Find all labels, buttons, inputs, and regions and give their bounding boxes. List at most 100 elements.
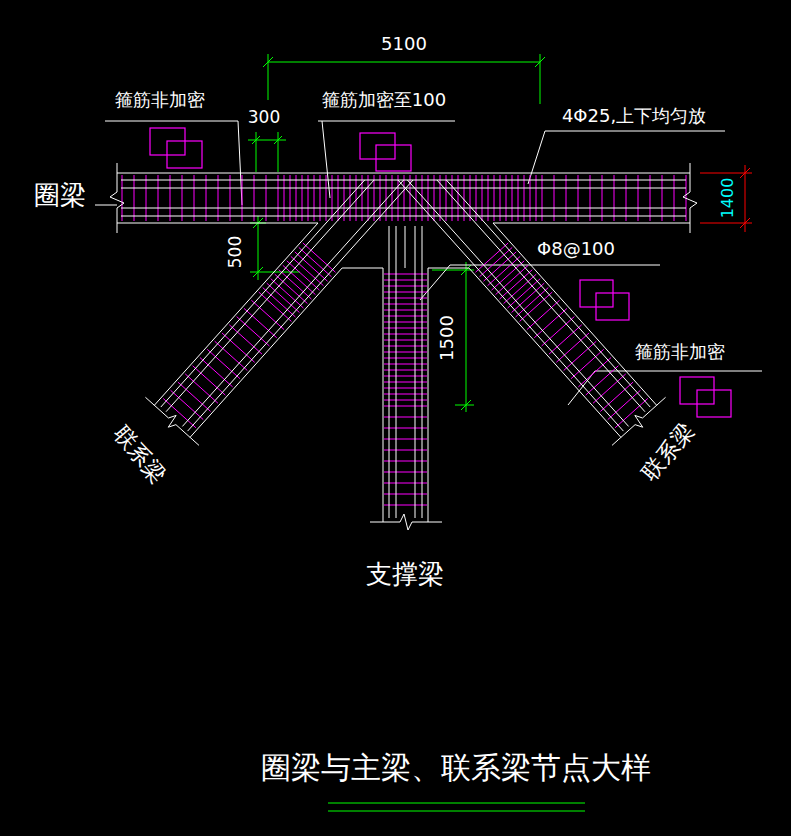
member-label: 联系梁 — [109, 422, 171, 489]
beam-edge — [428, 268, 469, 269]
stirrup — [530, 175, 531, 221]
member-label: 支撑梁 — [366, 560, 444, 590]
stirrup — [542, 175, 543, 221]
stirrup — [384, 376, 427, 377]
stirrup — [259, 292, 292, 321]
stirrup — [182, 175, 183, 221]
stirrup — [586, 366, 619, 395]
stirrup — [470, 175, 471, 221]
stirrup — [384, 274, 427, 275]
stirrup — [229, 325, 262, 354]
stirrup — [504, 274, 537, 303]
beam-edge — [154, 223, 318, 405]
break-symbol — [683, 163, 697, 233]
stirrup — [384, 394, 427, 395]
stirrup — [524, 175, 525, 221]
stirrup — [368, 175, 369, 221]
stirrup — [275, 274, 308, 303]
stirrup — [512, 175, 513, 221]
stirrup — [222, 333, 255, 362]
stirrup — [295, 252, 328, 281]
stirrup — [496, 265, 529, 294]
centre-line — [405, 226, 406, 268]
stirrup — [185, 374, 218, 403]
stirrup — [384, 400, 427, 401]
stirrup — [518, 175, 519, 221]
stirrup — [500, 270, 533, 299]
dimension-text: 300 — [248, 108, 280, 128]
stirrup — [350, 175, 351, 221]
stirrup — [291, 256, 324, 285]
stirrup — [158, 175, 159, 221]
stirrup — [626, 175, 627, 221]
stirrup — [146, 175, 147, 221]
stirrup — [215, 341, 248, 370]
longitudinal-bar — [398, 180, 623, 431]
stirrup — [384, 472, 427, 473]
stirrup — [170, 175, 171, 221]
callout-note: 4Φ25,上下均匀放 — [562, 106, 706, 127]
callout-note: 箍筋加密至100 — [322, 90, 446, 111]
callout-note: 箍筋非加密 — [635, 342, 725, 363]
stirrup — [479, 247, 512, 276]
stirrup — [263, 288, 296, 317]
stirrup — [650, 175, 651, 221]
stirrup — [527, 300, 560, 329]
stirrup — [384, 505, 427, 506]
beam-edge — [493, 223, 657, 405]
stirrup — [384, 439, 427, 440]
longitudinal-bar — [422, 226, 423, 518]
stirrup — [384, 417, 427, 418]
longitudinal-bar — [121, 208, 686, 209]
stirrup — [254, 175, 255, 221]
stirrup — [384, 304, 427, 305]
stirrup — [384, 388, 427, 389]
stirrup — [267, 283, 300, 312]
break-symbol — [110, 163, 124, 233]
beam-members — [110, 163, 697, 530]
stirrup — [392, 175, 393, 221]
stirrup — [464, 175, 465, 221]
stirrup — [564, 341, 597, 370]
stirrup — [314, 175, 315, 221]
stirrup — [384, 364, 427, 365]
stirrup — [134, 175, 135, 221]
stirrup — [384, 358, 427, 359]
longitudinal-bar — [446, 180, 650, 407]
stirrup — [122, 175, 123, 221]
stirrup — [384, 328, 427, 329]
title-underline — [328, 803, 585, 811]
stirrup — [200, 358, 233, 387]
stirrup — [571, 349, 604, 378]
member-label: 圈梁 — [34, 181, 86, 211]
dimension-text: 500 — [226, 236, 246, 268]
stirrup — [384, 316, 427, 317]
longitudinal-bar — [407, 180, 628, 426]
beam-edge — [493, 223, 690, 224]
stirrup — [244, 308, 277, 337]
longitudinal-bar — [437, 180, 645, 412]
stirrup — [440, 175, 441, 221]
stirrup — [512, 283, 545, 312]
stirrup — [384, 346, 427, 347]
stirrup — [178, 382, 211, 411]
dimension-lines — [700, 165, 752, 232]
member-label: 联系梁 — [637, 419, 699, 486]
stirrup — [287, 261, 320, 290]
stirrup — [520, 292, 553, 321]
longitudinal-bar — [396, 226, 397, 518]
stirrup — [290, 175, 291, 221]
stirrup — [296, 175, 297, 221]
stirrup — [384, 450, 427, 451]
break-symbol — [145, 397, 199, 445]
stirrup — [278, 175, 279, 221]
stirrup — [638, 175, 639, 221]
stirrup — [384, 298, 427, 299]
stirrup — [534, 308, 567, 337]
stirrup — [662, 175, 663, 221]
stirrup — [434, 175, 435, 221]
longitudinal-bar — [121, 188, 686, 189]
section-symbols — [150, 128, 731, 417]
beam-edge — [117, 173, 690, 174]
